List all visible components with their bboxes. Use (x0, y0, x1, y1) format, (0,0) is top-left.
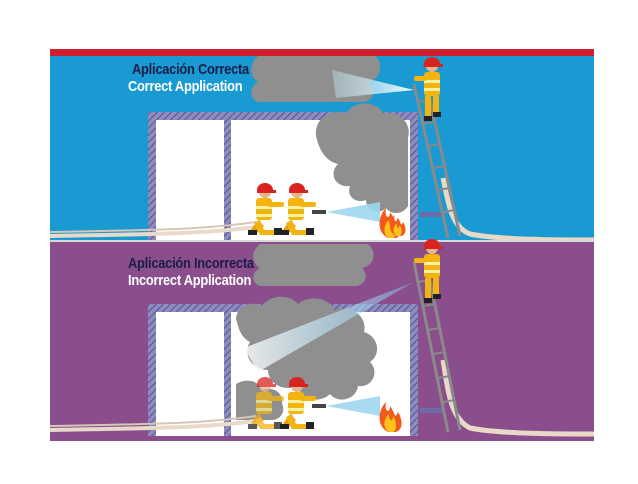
panel-incorrect (49, 239, 595, 441)
panel-correct-title-en: Correct Application (128, 78, 243, 95)
ladder-icon (412, 81, 462, 239)
top-red-bar (50, 49, 594, 56)
hose-icon (440, 177, 595, 243)
hose-icon (49, 224, 263, 238)
hose-icon (49, 418, 263, 432)
water-spray-icon (332, 70, 414, 98)
panel-incorrect-title-es: Aplicación Incorrecta (128, 255, 254, 272)
panel-correct-title-es: Aplicación Correcta (132, 61, 249, 78)
hose-icon (440, 359, 595, 437)
panel-correct (49, 56, 595, 243)
water-spray-icon (244, 282, 414, 372)
water-spray-icon (326, 396, 380, 416)
water-spray-icon (326, 202, 380, 222)
panel-incorrect-title-en: Incorrect Application (128, 272, 252, 289)
